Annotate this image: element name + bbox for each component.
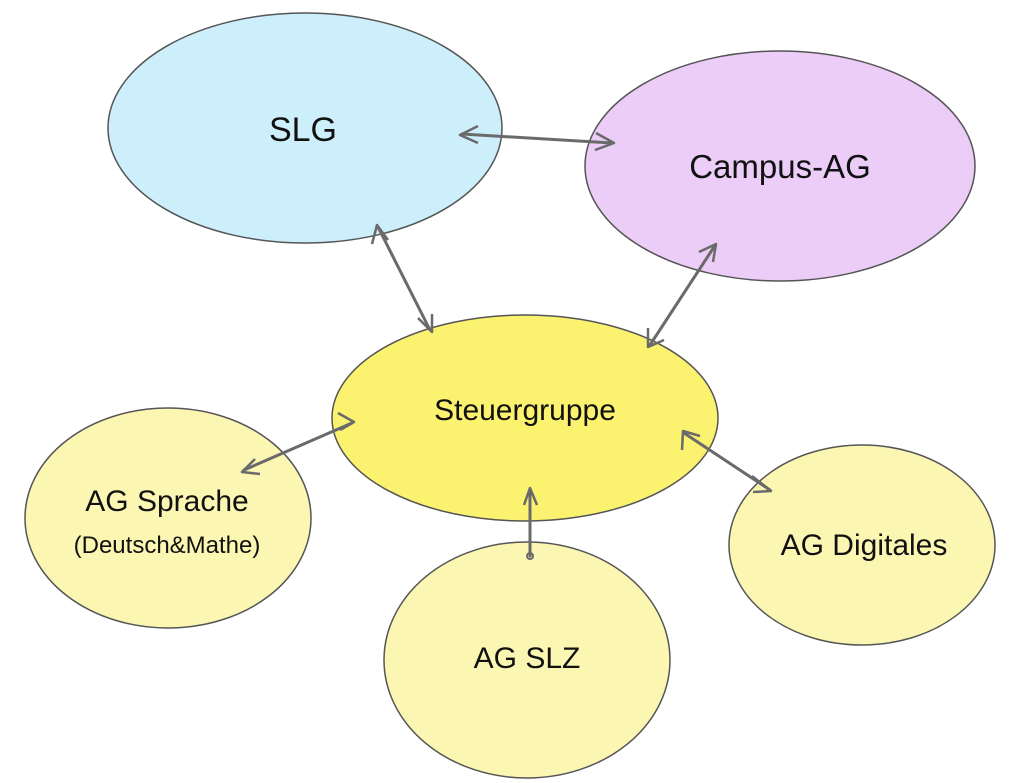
node-campus-ag[interactable]: Campus-AG: [584, 50, 976, 282]
node-steuergruppe[interactable]: Steuergruppe: [331, 314, 719, 522]
edge-campus-steuergruppe: [646, 242, 718, 349]
edge-slg-steuergruppe: [370, 223, 434, 334]
node-ag-slz[interactable]: AG SLZ: [383, 541, 671, 779]
node-ag-digitales-label: AG Digitales: [781, 529, 948, 562]
node-slg-shape: [107, 12, 503, 244]
node-ag-sprache-label: AG Sprache: [85, 485, 248, 518]
node-campus-ag-label: Campus-AG: [689, 148, 871, 185]
node-ag-sprache-shape: [24, 407, 312, 629]
node-ag-digitales-shape: [728, 444, 996, 646]
node-ag-digitales[interactable]: AG Digitales: [728, 444, 996, 646]
edge-sprache-steuergruppe: [240, 411, 356, 476]
edge-slz-steuergruppe: [522, 486, 539, 560]
edge-slg-campus: [458, 124, 616, 152]
node-slg-label: SLG: [269, 111, 337, 149]
node-steuergruppe-label: Steuergruppe: [434, 394, 616, 427]
node-ag-sprache[interactable]: AG Sprache (Deutsch&Mathe): [24, 407, 312, 629]
node-steuergruppe-shape: [331, 314, 719, 522]
node-ag-slz-label: AG SLZ: [474, 642, 581, 675]
node-ag-sprache-sublabel: (Deutsch&Mathe): [74, 532, 261, 559]
node-slg[interactable]: SLG: [107, 12, 503, 244]
node-ag-slz-shape: [383, 541, 671, 779]
edge-digitales-steuergruppe: [680, 429, 773, 494]
node-campus-ag-shape: [584, 50, 976, 282]
